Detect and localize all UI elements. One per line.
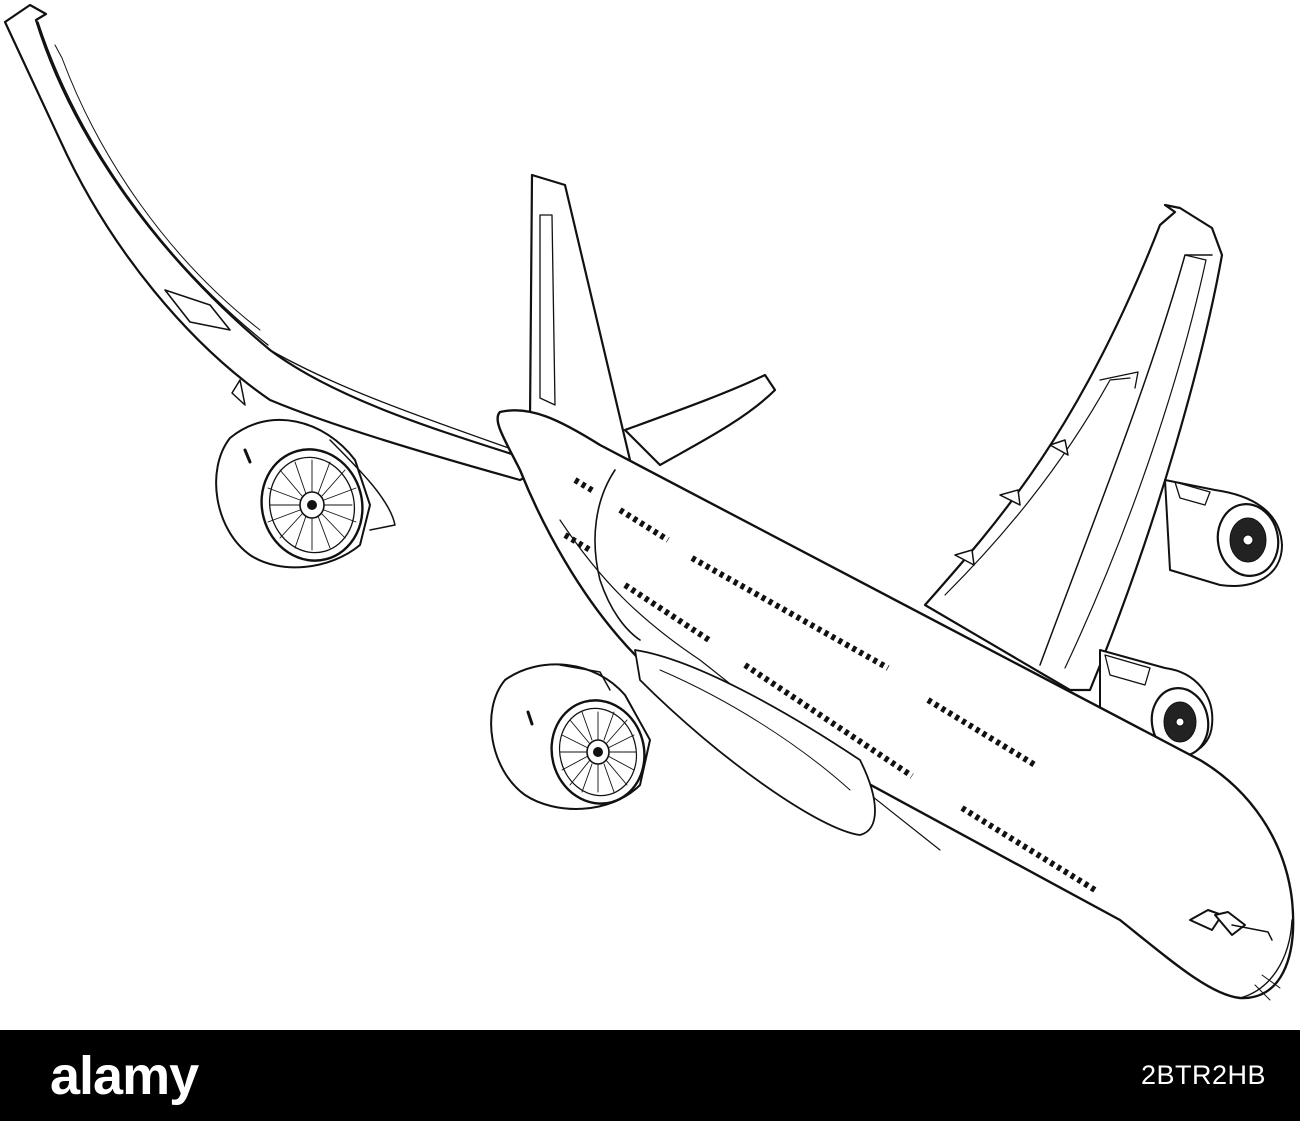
airplane-illustration bbox=[3, 3, 1295, 1001]
left-outer-engine bbox=[215, 418, 396, 569]
left-inner-engine bbox=[490, 663, 651, 810]
window-rows bbox=[563, 477, 1097, 893]
horizontal-stabilizer bbox=[623, 373, 777, 467]
left-wing bbox=[3, 3, 542, 482]
right-wing bbox=[923, 203, 1224, 692]
cockpit-windows bbox=[1189, 909, 1273, 941]
brand-logo-text: alamy bbox=[50, 1045, 199, 1106]
watermark-bar: alamy 2BTR2HB bbox=[0, 1030, 1300, 1121]
right-outer-engine bbox=[1164, 479, 1283, 587]
airplane-sketch-svg bbox=[3, 3, 1295, 1001]
image-id-label: 2BTR2HB bbox=[1140, 1060, 1266, 1090]
